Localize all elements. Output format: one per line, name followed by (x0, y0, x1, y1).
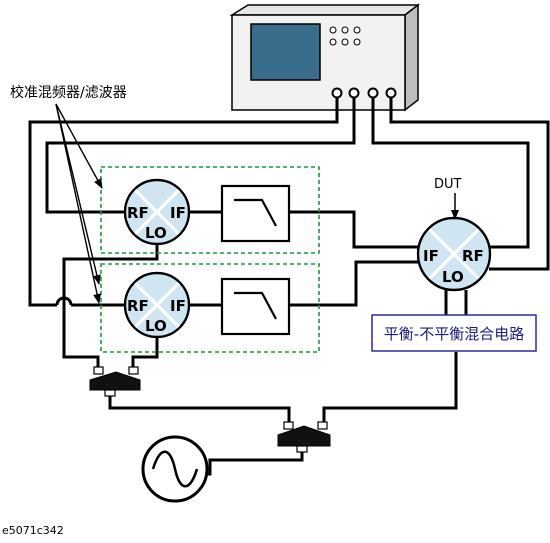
calibration-box-lower (100, 263, 320, 353)
mixer-icon (123, 271, 191, 339)
mixer-icon (123, 178, 191, 246)
network-analyzer-icon (229, 3, 421, 112)
mixer-if-label: IF (170, 204, 186, 222)
cables (28, 98, 550, 476)
mixer-rf-label: RF (127, 297, 149, 315)
figure-id: e5071c342 (2, 524, 64, 537)
analyzer-knobs (329, 26, 361, 46)
power-splitter-icon (277, 421, 331, 453)
lowpass-filter-icon (220, 184, 291, 243)
mixer-if-label: IF (170, 297, 186, 315)
callout-arrows (55, 103, 103, 304)
mixer-lo-label: LO (145, 317, 167, 335)
dut-rf-label: RF (462, 247, 484, 265)
lowpass-filter-icon (220, 277, 291, 336)
calibration-mixers-label: 校准混频器/滤波器 (10, 84, 127, 101)
balun-label: 平衡-不平衡混合电路 (384, 325, 524, 343)
dut-if-label: IF (423, 247, 439, 265)
dut-label: DUT (434, 177, 462, 192)
mixer-rf-label: RF (127, 204, 149, 222)
power-splitter-icon (89, 366, 141, 397)
arrow-icon (55, 103, 103, 189)
signal-source-icon (141, 435, 209, 503)
dut-lo-label: LO (442, 268, 464, 286)
arrow-icon (55, 103, 102, 304)
balun-box: 平衡-不平衡混合电路 (371, 314, 537, 352)
analyzer-screen (250, 23, 321, 81)
mixer-lo-label: LO (145, 224, 167, 242)
calibration-box-upper (100, 166, 320, 254)
analyzer-ports (331, 87, 397, 99)
